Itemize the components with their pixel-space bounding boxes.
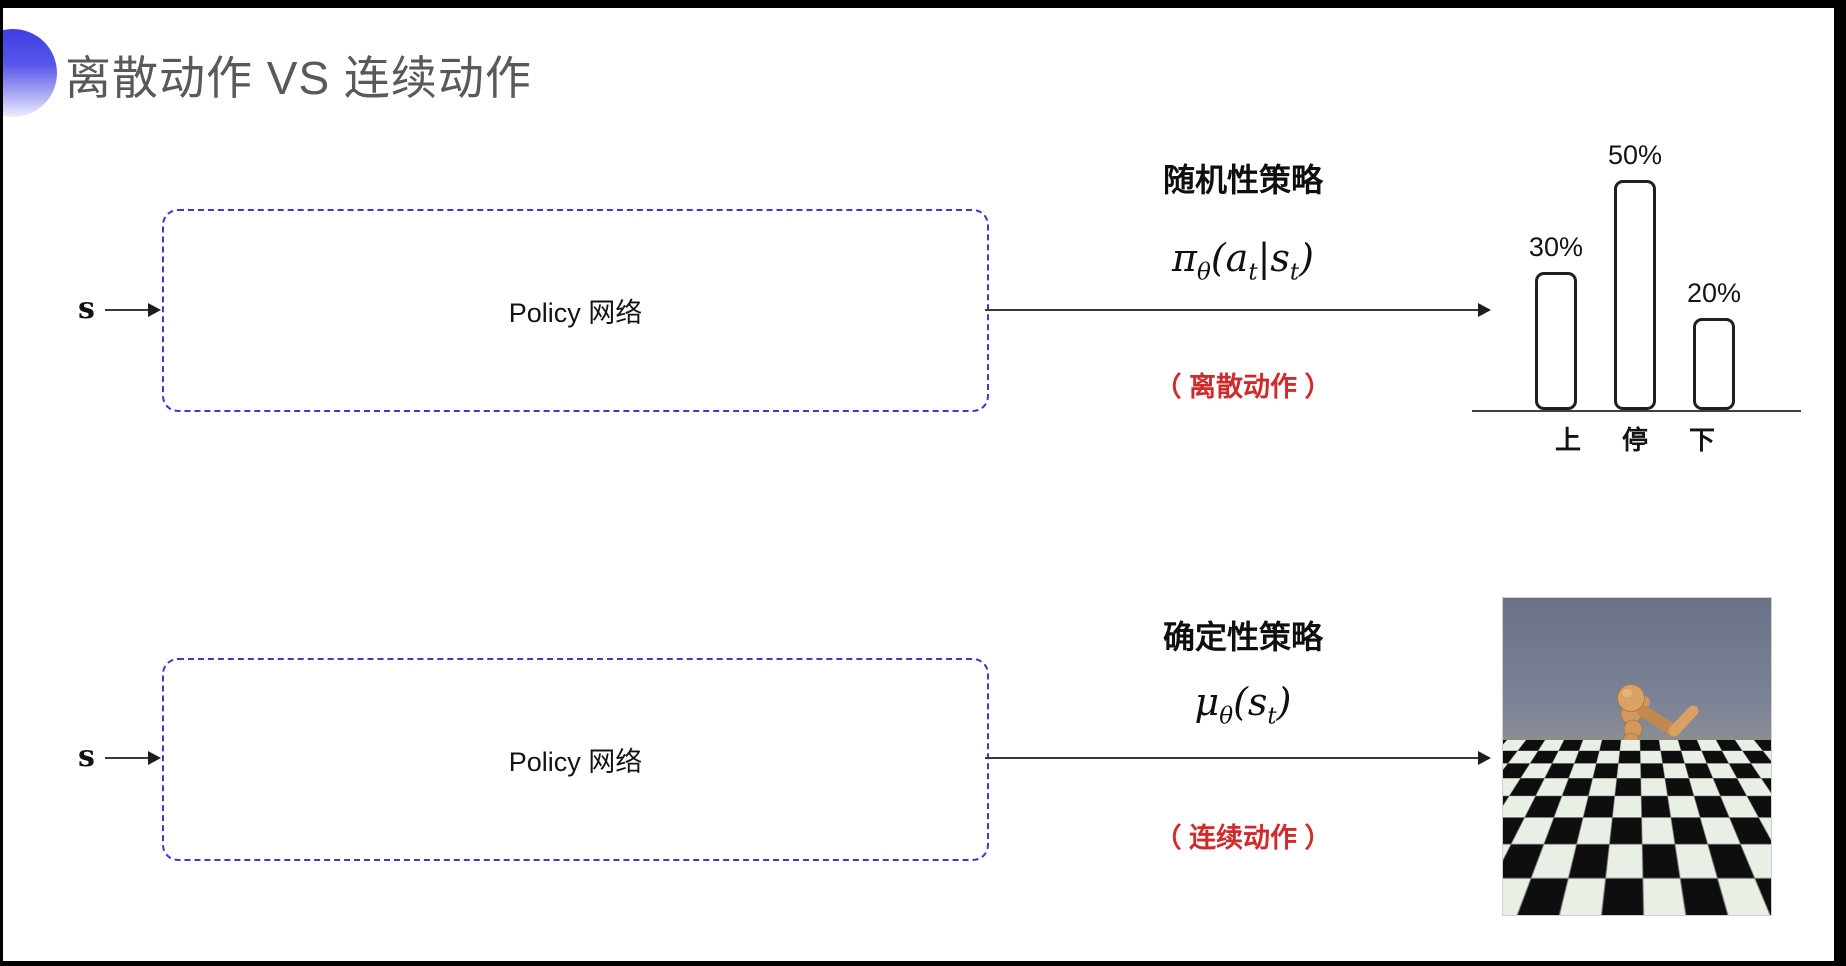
humanoid-robot-image [1502,597,1772,916]
formula-arg: a [1225,236,1249,280]
page-title: 离散动作 VS 连续动作 [65,52,532,104]
bar-group: 20% [1687,278,1741,410]
bar-category-label: 停 [1621,425,1648,455]
input-arrow-icon-2 [105,751,161,765]
formula-paren: ( [1210,236,1226,280]
policy-formula-2: μθ(st) [1068,680,1418,730]
input-arrow-icon-1 [105,303,161,317]
bar-group: 50% [1608,140,1662,410]
slide: 离散动作 VS 连续动作 s Policy 网络 随机性策略 πθ(at|st)… [3,8,1834,961]
bar-value-label: 50% [1607,140,1663,170]
policy-type-title-1: 随机性策略 [1162,162,1323,198]
bar-category-label: 下 [1688,425,1715,455]
policy-network-box-2: Policy 网络 [162,658,989,861]
policy-formula-1: πθ(at|st) [1068,236,1418,286]
formula-symbol: μ [1194,680,1220,724]
bar [1534,272,1577,410]
bar-chart-bars: 30% 50% 20% [1472,118,1798,410]
formula-arg: s [1270,236,1290,280]
formula-arg-subscript: t [1289,259,1300,286]
bar-value-label: 30% [1528,232,1583,262]
output-arrow-icon-2 [985,751,1491,765]
bar-value-label: 20% [1687,278,1742,308]
policy-network-box-label-1: Policy 网络 [508,298,643,328]
bar [1693,318,1736,410]
bar-chart-category-row: 上停下 [1472,420,1798,457]
humanoid-robot-figure [1588,684,1699,867]
action-type-note-2: （ 连续动作 ） [1154,823,1332,853]
formula-subscript: θ [1219,703,1234,730]
policy-network-box-1: Policy 网络 [162,209,989,412]
formula-paren: ( [1233,680,1248,724]
state-input-label-2: s [78,739,95,774]
bar-category-label: 上 [1554,425,1581,455]
bar [1613,180,1656,410]
formula-arg-subscript: t [1267,703,1277,730]
policy-type-title-2: 确定性策略 [1162,619,1323,655]
output-arrow-icon-1 [985,303,1491,317]
policy-network-box-label-2: Policy 网络 [508,747,643,777]
formula-arg: s [1247,680,1268,724]
state-input-label-1: s [78,291,95,326]
formula-paren: ) [1276,680,1292,724]
accent-circle-icon [3,29,57,117]
bar-chart-axis-line [1472,410,1801,412]
formula-separator: | [1257,236,1271,280]
formula-symbol: π [1172,236,1197,280]
robot-image-floor-reflection [1533,847,1703,907]
bar-chart: 30% 50% 20% [1472,118,1798,410]
action-type-note-1: （ 离散动作 ） [1154,372,1332,402]
formula-arg-subscript: t [1248,259,1258,286]
formula-paren: ) [1299,236,1314,280]
formula-subscript: θ [1196,259,1211,286]
bar-group: 30% [1529,232,1583,410]
